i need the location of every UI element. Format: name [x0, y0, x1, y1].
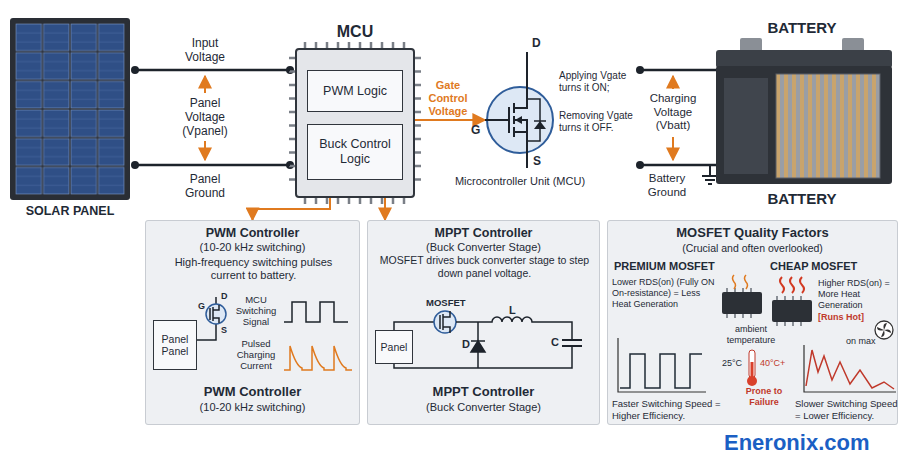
- temperature-label: 25°C: [722, 358, 742, 369]
- chip-pin: [392, 198, 395, 204]
- chip-pin: [415, 57, 421, 60]
- node-text: PWM Controller: [146, 384, 359, 399]
- node-title: Panel Panel: [157, 333, 193, 358]
- note-text: Lower RDS(on) (Fully ON On-resistance) =…: [612, 277, 716, 310]
- note-text: Higher RDS(on) = More Heat Generation: [818, 278, 896, 311]
- signal-label: Pulsed Charging Current: [232, 338, 280, 372]
- chip-pin: [304, 198, 307, 204]
- edge-label: Gate Control Voltage: [423, 79, 473, 118]
- chip-pin: [315, 198, 318, 204]
- chip-pin: [370, 198, 373, 204]
- node-title: SOLAR PANEL: [0, 204, 140, 219]
- connector: [135, 164, 290, 167]
- panel-frame: [10, 18, 130, 200]
- connector: [384, 198, 386, 220]
- node-text: (Crucial and often overlooked): [608, 242, 897, 254]
- node-title: PWM Controller: [146, 226, 359, 241]
- mosfet-outline: [485, 85, 555, 155]
- connector: [135, 69, 290, 72]
- warning-text: [Runs Hot]: [818, 312, 864, 323]
- chip-pin: [415, 151, 421, 154]
- edge-label: Input Voltage: [175, 36, 235, 64]
- chip-pin: [415, 165, 421, 168]
- pin-label: D: [532, 36, 541, 50]
- chip-pin: [403, 198, 406, 204]
- mosfet-symbol: Microcontroller Unit (MCU): [485, 85, 555, 155]
- part-label: L: [509, 304, 516, 317]
- pin-label: S: [221, 325, 227, 336]
- node-text: (Buck Converter Stage): [368, 241, 599, 254]
- chip-pin: [415, 178, 421, 181]
- logic-block: Buck Control Logic: [307, 124, 403, 180]
- battery: BATTERYBATTERY: [712, 50, 892, 185]
- note-text: ambient temperature: [712, 324, 790, 346]
- node-title: PWM Logic: [323, 84, 387, 99]
- chip-pin: [415, 84, 421, 87]
- signal-label: MCU Switching Signal: [232, 294, 280, 328]
- node-title: Microcontroller Unit (MCU): [450, 175, 590, 188]
- chip-pin: [348, 198, 351, 204]
- pin-label: D: [221, 291, 228, 302]
- node-title: BATTERY: [712, 19, 892, 37]
- note-text: Faster Switching Speed = Higher Efficien…: [612, 398, 734, 422]
- part-label: C: [551, 336, 559, 349]
- buck-schematic: [394, 311, 582, 368]
- column-heading: CHEAP MOSFET: [770, 260, 857, 273]
- voltage-label: Panel Voltage (Vpanel): [175, 96, 235, 138]
- voltage-label: Battery Ground: [636, 172, 698, 199]
- pin-label: G: [198, 301, 205, 312]
- node-title: Panel: [381, 341, 408, 353]
- node-text: (Buck Converter Stage): [368, 401, 599, 414]
- chip-pin: [415, 124, 421, 127]
- warning-text: Prone to Failure: [736, 386, 792, 408]
- temperature-label: 40°C+: [760, 358, 785, 369]
- panel-box: Panel Panel: [153, 320, 197, 370]
- note-text: on max: [846, 336, 876, 347]
- chip-pin: [415, 97, 421, 100]
- chip-pin: [415, 138, 421, 141]
- pin-label: S: [533, 154, 541, 168]
- node-title: Buck Control Logic: [311, 137, 399, 167]
- solar-panel-art: [10, 18, 130, 200]
- note-text: Slower Switching Speed = Lower Efficienc…: [795, 398, 898, 422]
- pin-label: G: [471, 123, 480, 137]
- chip-pin: [337, 198, 340, 204]
- chip-pin: [415, 70, 421, 73]
- panel-box: Panel: [375, 330, 413, 364]
- chip-pin: [415, 111, 421, 114]
- chip-pins: [289, 42, 421, 204]
- node-title: MOSFET Quality Factors: [608, 225, 897, 240]
- note-text: Removing Vgate turns it OFF.: [559, 110, 633, 134]
- node-text: MPPT Controller: [368, 384, 599, 399]
- connector: [253, 198, 331, 220]
- node-text: (10-20 kHz switching): [146, 401, 359, 414]
- mcu-chip: MCUPWM LogicBuck Control Logic: [295, 48, 415, 198]
- node-title: MCU: [297, 23, 413, 42]
- node-text: MOSFET drives buck converter stage to st…: [378, 254, 591, 280]
- panel-cells: [15, 23, 125, 195]
- part-label: MOSFET: [426, 297, 466, 308]
- node-text: High-frequency switching pulses current …: [156, 256, 351, 282]
- node-text: (10-20 kHz switching): [146, 241, 359, 254]
- panel-grounds: [145, 220, 898, 425]
- chip-pin: [381, 198, 384, 204]
- edge-label: Panel Ground: [175, 172, 235, 200]
- logic-block: PWM Logic: [307, 70, 403, 112]
- solar-panel: SOLAR PANEL: [10, 18, 130, 200]
- column-heading: PREMIUM MOSFET: [614, 260, 715, 273]
- part-label: D: [462, 338, 470, 351]
- node-text: BATTERY: [712, 190, 892, 208]
- chip-pin: [326, 198, 329, 204]
- note-text: Applying Vgate turns it ON;: [559, 70, 633, 94]
- connector: [415, 119, 485, 121]
- chip-pin: [359, 198, 362, 204]
- watermark: Eneronix.com: [724, 430, 869, 456]
- battery-art: [716, 38, 892, 184]
- voltage-label: Charging Voltage (Vbatt): [638, 92, 708, 133]
- controller-panel: MPPT Controller(Buck Converter Stage)MOS…: [367, 220, 600, 425]
- node-title: MPPT Controller: [368, 226, 599, 241]
